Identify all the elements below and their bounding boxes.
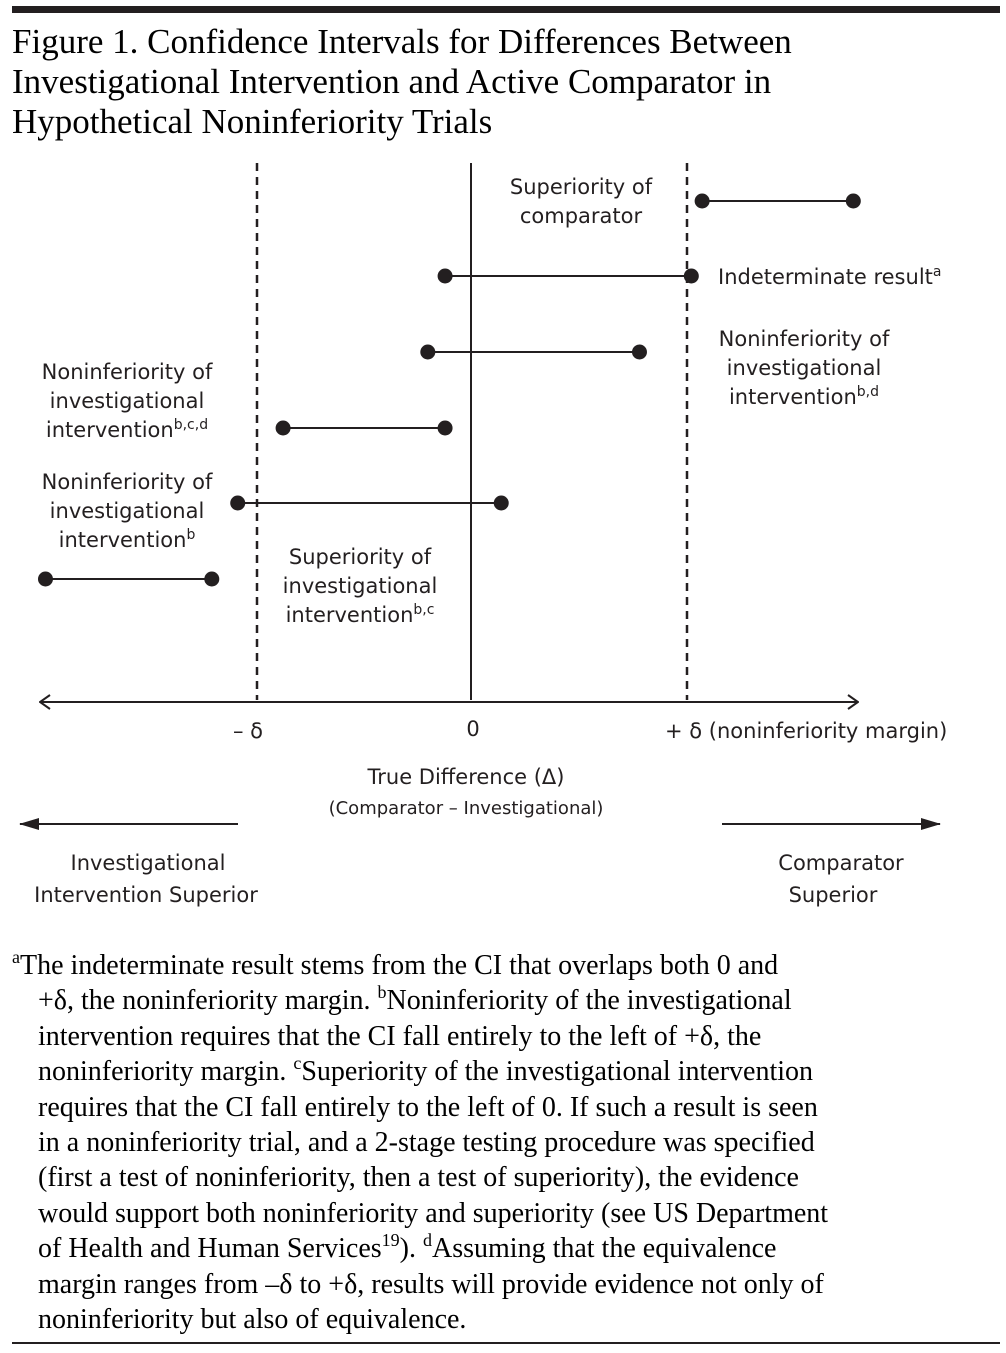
ci-label: Superiority of investigational interventio… bbox=[283, 545, 438, 627]
ci-label-line: Indeterminate result bbox=[718, 265, 933, 289]
footnote-marker: 19 bbox=[381, 1230, 400, 1251]
footnote-marker: a bbox=[12, 947, 20, 967]
top-rule bbox=[12, 6, 1000, 13]
ci-label-line: intervention bbox=[286, 603, 414, 627]
footnote-text: requires that the CI fall entirely to th… bbox=[38, 1091, 818, 1123]
ci-label-line: Superiority of bbox=[510, 175, 653, 199]
footnote-text: The indeterminate result stems from the … bbox=[20, 950, 779, 981]
footnote-marker: c bbox=[293, 1053, 302, 1074]
ci-interval: Superiority of comparator bbox=[510, 175, 861, 228]
ci-label-line: Noninferiority of bbox=[719, 327, 890, 351]
ci-label-line: investigational bbox=[50, 499, 205, 523]
ci-lower-bound-point bbox=[230, 495, 246, 511]
footnote-line: requires that the CI fall entirely to th… bbox=[12, 1090, 997, 1125]
footnote-line: of Health and Human Services19). dAssumi… bbox=[12, 1231, 997, 1266]
ci-lower-bound-point bbox=[437, 268, 453, 284]
ci-label-line: Noninferiority of bbox=[42, 470, 213, 494]
ci-label-line: investigational bbox=[727, 356, 882, 380]
axis-subtitle: (Comparator – Investigational) bbox=[329, 798, 604, 819]
footnote-text: +δ, the noninferiority margin. bbox=[38, 985, 378, 1017]
footnote-text: Assuming that the equivalence bbox=[432, 1233, 777, 1265]
footnote-text: Superiority of the investigational inter… bbox=[301, 1056, 813, 1088]
ci-label-line: investigational bbox=[283, 574, 438, 598]
ci-upper-bound-point bbox=[631, 344, 647, 360]
ci-label-line: Noninferiority of bbox=[42, 360, 213, 384]
ci-upper-bound-point bbox=[204, 571, 220, 587]
right-direction-label-2: Superior bbox=[789, 883, 878, 907]
ci-label-superscript: b,d bbox=[857, 384, 879, 400]
ci-label: Noninferiority of investigational interven… bbox=[719, 327, 890, 409]
ci-label-line: investigational bbox=[50, 389, 205, 413]
footnote-text: noninferiority but also of equivalence. bbox=[38, 1304, 467, 1336]
footnote-line: +δ, the noninferiority margin. bNoninfer… bbox=[12, 983, 997, 1018]
right-direction-label-1: Comparator bbox=[778, 851, 904, 875]
footnote-line: intervention requires that the CI fall e… bbox=[12, 1019, 997, 1054]
left-direction-label-1: Investigational bbox=[71, 851, 226, 875]
ci-label-line: intervention bbox=[59, 528, 187, 552]
bottom-rule bbox=[12, 1342, 1000, 1344]
ci-interval: Noninferiority of investigational interven… bbox=[42, 470, 509, 552]
ci-lower-bound-point bbox=[420, 344, 436, 360]
axis-title: True Difference (Δ) bbox=[367, 765, 565, 789]
ci-label: Noninferiority of investigational interven… bbox=[42, 470, 213, 552]
footnotes: aThe indeterminate result stems from the… bbox=[12, 948, 997, 1337]
footnote-text: of Health and Human Services bbox=[38, 1233, 382, 1265]
ci-interval: Noninferiority of investigational interven… bbox=[420, 327, 890, 409]
left-direction-label-2: Intervention Superior bbox=[34, 883, 258, 907]
ci-upper-bound-point bbox=[683, 268, 699, 284]
footnote-text: in a noninferiority trial, and a 2-stage… bbox=[38, 1127, 815, 1159]
ci-upper-bound-point bbox=[845, 193, 861, 209]
footnote-marker: b bbox=[377, 982, 387, 1003]
ci-upper-bound-point bbox=[493, 495, 509, 511]
footnote-line: noninferiority margin. cSuperiority of t… bbox=[12, 1054, 997, 1089]
footnote-text: Noninferiority of the investigational bbox=[386, 985, 792, 1017]
footnote-line: margin ranges from –δ to +δ, results wil… bbox=[12, 1267, 997, 1302]
ci-label-superscript: b,c bbox=[413, 602, 434, 618]
ci-lower-bound-point bbox=[275, 420, 291, 436]
ci-label-superscript: b,c,d bbox=[174, 417, 208, 433]
footnote-marker: d bbox=[423, 1230, 432, 1251]
ci-lower-bound-point bbox=[694, 193, 710, 209]
tick-plus-delta: + δ (noninferiority margin) bbox=[665, 719, 947, 743]
ci-interval: Indeterminate resulta bbox=[437, 264, 941, 289]
footnote-text: would support both noninferiority and su… bbox=[38, 1197, 829, 1229]
figure-title: Figure 1. Confidence Intervals for Diffe… bbox=[12, 22, 992, 142]
title-line-3: Hypothetical Noninferiority Trials bbox=[12, 102, 493, 141]
ci-interval: Superiority of investigational interventio… bbox=[37, 545, 438, 627]
ci-label: Noninferiority of investigational interven… bbox=[42, 360, 213, 442]
ci-interval: Noninferiority of investigational interven… bbox=[42, 360, 453, 442]
title-line-1: Figure 1. Confidence Intervals for Diffe… bbox=[12, 22, 792, 61]
ci-label: Indeterminate resulta bbox=[718, 264, 941, 289]
ci-label-superscript: b bbox=[186, 527, 195, 543]
footnote-text: ). bbox=[399, 1233, 423, 1265]
footnote-line: noninferiority but also of equivalence. bbox=[12, 1302, 997, 1337]
footnote-text: intervention requires that the CI fall e… bbox=[38, 1020, 762, 1052]
ci-label-line: intervention bbox=[729, 385, 857, 409]
ci-upper-bound-point bbox=[437, 420, 453, 436]
ci-label-line: comparator bbox=[520, 204, 643, 228]
ci-label: Superiority of comparator bbox=[510, 175, 653, 228]
footnote-line: in a noninferiority trial, and a 2-stage… bbox=[12, 1125, 997, 1160]
tick-zero: 0 bbox=[466, 717, 479, 741]
footnote-line: (first a test of noninferiority, then a … bbox=[12, 1160, 997, 1195]
ci-diagram: – δ 0 + δ (noninferiority margin) True D… bbox=[19, 163, 947, 907]
footnote-line: aThe indeterminate result stems from the… bbox=[12, 948, 997, 983]
ci-label-line: intervention bbox=[46, 418, 174, 442]
title-line-2: Investigational Intervention and Active … bbox=[12, 62, 772, 101]
footnote-text: (first a test of noninferiority, then a … bbox=[38, 1162, 799, 1194]
tick-minus-delta: – δ bbox=[233, 719, 263, 743]
ci-label-line: Superiority of bbox=[289, 545, 432, 569]
ci-lower-bound-point bbox=[37, 571, 53, 587]
ci-label-superscript: a bbox=[933, 264, 942, 280]
footnote-line: would support both noninferiority and su… bbox=[12, 1196, 997, 1231]
footnote-text: margin ranges from –δ to +δ, results wil… bbox=[38, 1268, 824, 1300]
footnote-text: noninferiority margin. bbox=[38, 1056, 294, 1088]
